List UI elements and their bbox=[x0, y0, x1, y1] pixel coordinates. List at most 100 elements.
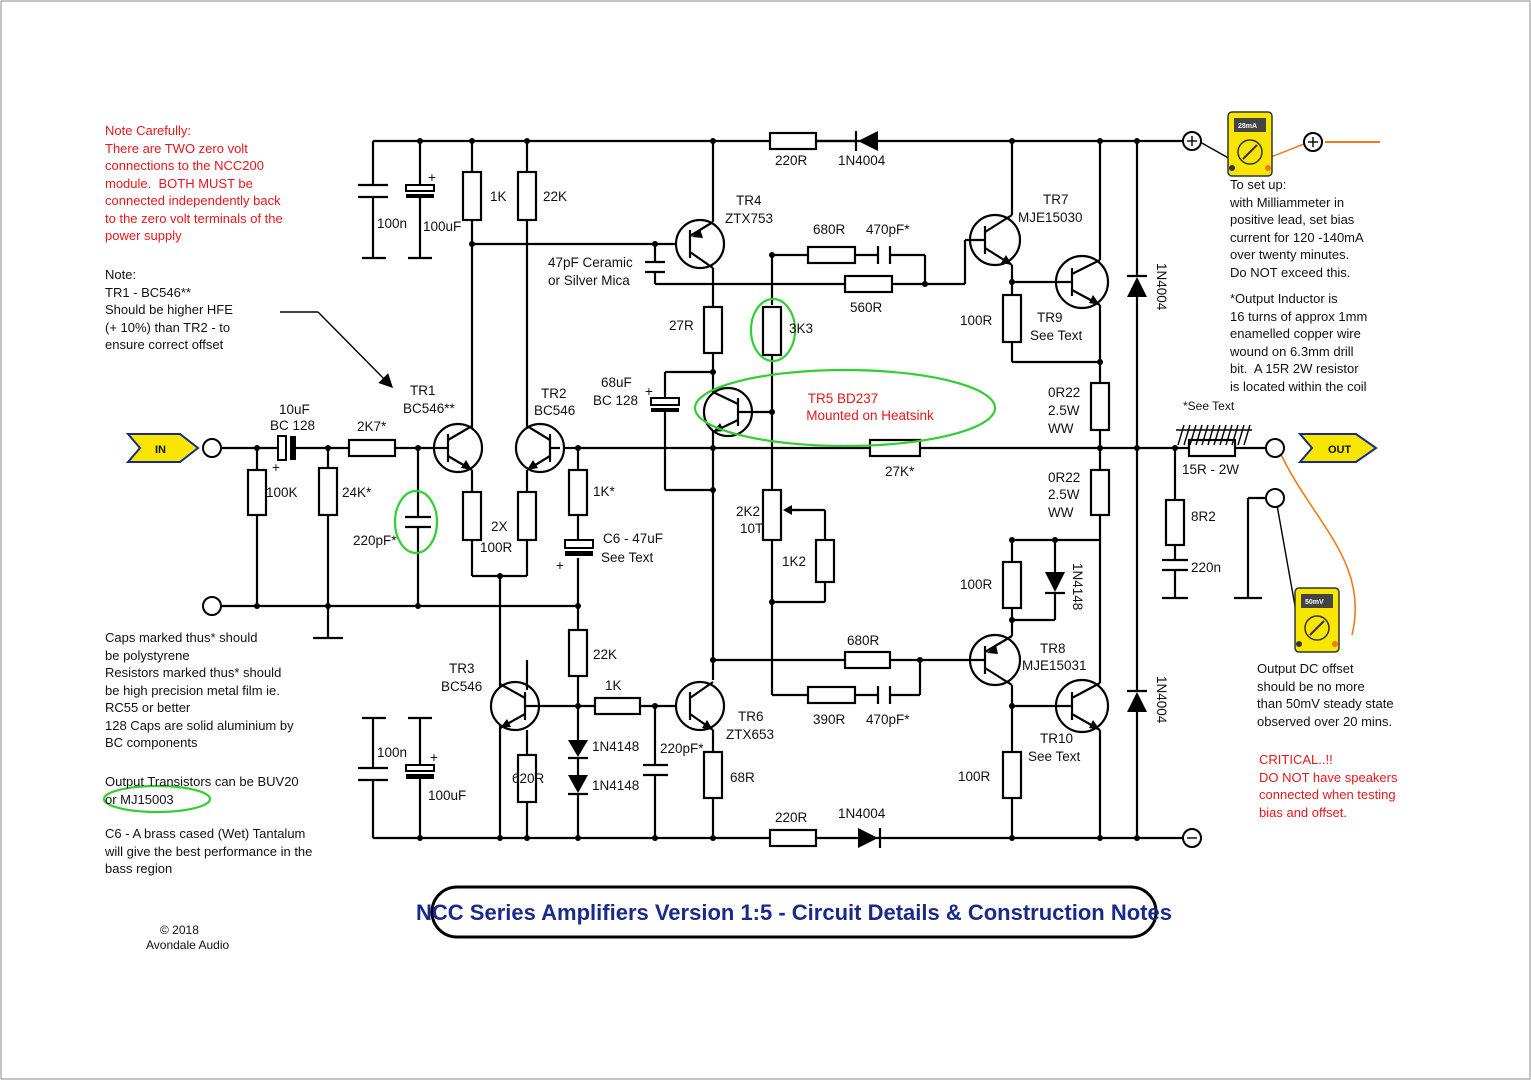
label-r1k: 1K bbox=[490, 189, 507, 204]
label-d-right-top: 1N4004 bbox=[1154, 263, 1169, 311]
note-output-transistors: Output Transistors can be BUV20 or MJ150… bbox=[105, 774, 299, 807]
label-r100k: 100K bbox=[266, 485, 298, 500]
resistor-100r-tr10 bbox=[1001, 750, 1023, 800]
label-c10-l2: BC 128 bbox=[270, 418, 315, 433]
resistor-0r22-bot bbox=[1089, 468, 1111, 517]
resistor-0r22-top bbox=[1089, 381, 1111, 432]
wires bbox=[221, 139, 1380, 840]
resistor-100r-tr9 bbox=[1001, 293, 1023, 344]
label-tr10-note: See Text bbox=[1028, 749, 1081, 764]
resistor-680r-bot bbox=[843, 650, 892, 670]
label-c100n-bot: 100n bbox=[377, 745, 407, 760]
transistor-tr10 bbox=[1054, 678, 1110, 734]
label-c68-l1: 68uF bbox=[601, 375, 632, 390]
resistor-1k2 bbox=[814, 538, 836, 584]
resistor-24k bbox=[317, 466, 339, 517]
label-r100r-pair: 100R bbox=[480, 540, 513, 555]
input-arrow bbox=[125, 433, 200, 463]
label-r2x: 2X bbox=[491, 519, 508, 534]
diagram-title: NCC Series Amplifiers Version 1:5 - Circ… bbox=[416, 900, 1172, 925]
label-tr8-type: MJE15031 bbox=[1022, 658, 1087, 673]
polarity-marks: + + + + + bbox=[272, 170, 653, 765]
svg-text:+: + bbox=[645, 384, 653, 399]
note-c6: C6 - A brass cased (Wet) Tantalum will g… bbox=[105, 826, 313, 876]
note-caps: Caps marked thus* should be polystyrene … bbox=[105, 630, 294, 750]
label-c100uf-top: 100uF bbox=[423, 219, 461, 234]
voltmeter-reading: 50mV bbox=[1305, 599, 1324, 606]
label-r100-tr9: 100R bbox=[960, 313, 993, 328]
label-c6-l1: C6 - 47uF bbox=[603, 531, 663, 546]
label-c470-b: 470pF* bbox=[866, 712, 910, 727]
resistor-100r-b bbox=[516, 490, 538, 542]
resistor-1k-star bbox=[567, 468, 589, 517]
label-r100-d: 100R bbox=[960, 577, 993, 592]
label-c10-l1: 10uF bbox=[279, 402, 310, 417]
label-0r22-top-l3: WW bbox=[1048, 421, 1074, 436]
label-r390: 390R bbox=[813, 712, 846, 727]
label-r27: 27R bbox=[669, 318, 694, 333]
note-tr1: Note: TR1 - BC546** Should be higher HFE… bbox=[105, 267, 233, 352]
resistor-2k7 bbox=[347, 438, 397, 458]
label-0r22-bot-l1: 0R22 bbox=[1048, 470, 1080, 485]
resistor-22k bbox=[516, 170, 538, 222]
label-c100uf-bot: 100uF bbox=[428, 788, 466, 803]
label-d-top: 1N4004 bbox=[838, 153, 886, 168]
svg-text:+: + bbox=[556, 558, 564, 573]
label-d-right-bot: 1N4004 bbox=[1154, 676, 1169, 724]
resistor-15r bbox=[1187, 438, 1237, 458]
voltmeter-icon bbox=[1294, 587, 1340, 653]
resistor-100r-a bbox=[461, 490, 483, 542]
copyright-year: © 2018 bbox=[160, 923, 199, 937]
output-arrow bbox=[1297, 433, 1378, 463]
title-box bbox=[430, 885, 1158, 939]
label-tr5-l2: Mounted on Heatsink bbox=[806, 408, 934, 423]
label-tr4: TR4 bbox=[736, 193, 762, 208]
note-zero-volt: Note Carefully: There are TWO zero volt … bbox=[105, 123, 283, 243]
svg-text:+: + bbox=[428, 170, 436, 185]
transistor-tr1 bbox=[432, 422, 484, 474]
label-r2k7: 2K7* bbox=[357, 419, 387, 434]
label-c100n-top: 100n bbox=[377, 216, 407, 231]
label-c220pf-in: 220pF* bbox=[353, 533, 397, 548]
label-c220n: 220n bbox=[1191, 560, 1221, 575]
note-setup: To set up: with Milliammeter in positive… bbox=[1230, 177, 1364, 280]
output-inductor bbox=[1176, 424, 1252, 446]
label-tr3-type: BC546 bbox=[441, 679, 482, 694]
resistor-68r bbox=[702, 750, 724, 800]
label-0r22-top-l2: 2.5W bbox=[1048, 403, 1080, 418]
label-r24k: 24K* bbox=[342, 485, 372, 500]
label-d-bot: 1N4004 bbox=[838, 806, 886, 821]
label-tr2-type: BC546 bbox=[534, 403, 575, 418]
note-critical: CRITICAL..!! DO NOT have speakers connec… bbox=[1259, 752, 1398, 820]
highlight-rings bbox=[102, 297, 997, 814]
milliammeter-icon bbox=[1227, 111, 1273, 177]
milliammeter-reading: 28mA bbox=[1238, 123, 1257, 130]
label-r8r2: 8R2 bbox=[1191, 509, 1216, 524]
resistor-100k bbox=[246, 468, 268, 517]
transistor-tr3 bbox=[489, 680, 541, 732]
diodes bbox=[568, 131, 1147, 848]
resistor-560r bbox=[843, 274, 894, 294]
label-c470-top: 470pF* bbox=[866, 222, 910, 237]
label-r22k: 22K bbox=[543, 189, 567, 204]
label-r220-top: 220R bbox=[775, 153, 808, 168]
resistor-390r bbox=[806, 685, 857, 705]
transistor-tr5 bbox=[702, 386, 755, 438]
capacitors bbox=[277, 183, 1188, 782]
label-cap47-l1: 47pF Ceramic bbox=[548, 255, 633, 270]
transistor-tr9 bbox=[1054, 254, 1110, 310]
copyright-company: Avondale Audio bbox=[146, 938, 230, 952]
label-r100-tr10: 100R bbox=[958, 769, 991, 784]
label-tr6-type: ZTX653 bbox=[726, 727, 774, 742]
transistors bbox=[432, 213, 1110, 734]
label-tr2: TR2 bbox=[541, 386, 567, 401]
pot-2k2 bbox=[761, 488, 783, 542]
label-r220-bot: 220R bbox=[775, 810, 808, 825]
label-tr6: TR6 bbox=[738, 709, 764, 724]
label-d1n4148-b: 1N4148 bbox=[592, 778, 639, 793]
label-c68-l2: BC 128 bbox=[593, 393, 638, 408]
svg-text:+: + bbox=[272, 460, 280, 475]
resistor-27r bbox=[702, 305, 724, 355]
resistor-680r-top bbox=[806, 245, 857, 265]
